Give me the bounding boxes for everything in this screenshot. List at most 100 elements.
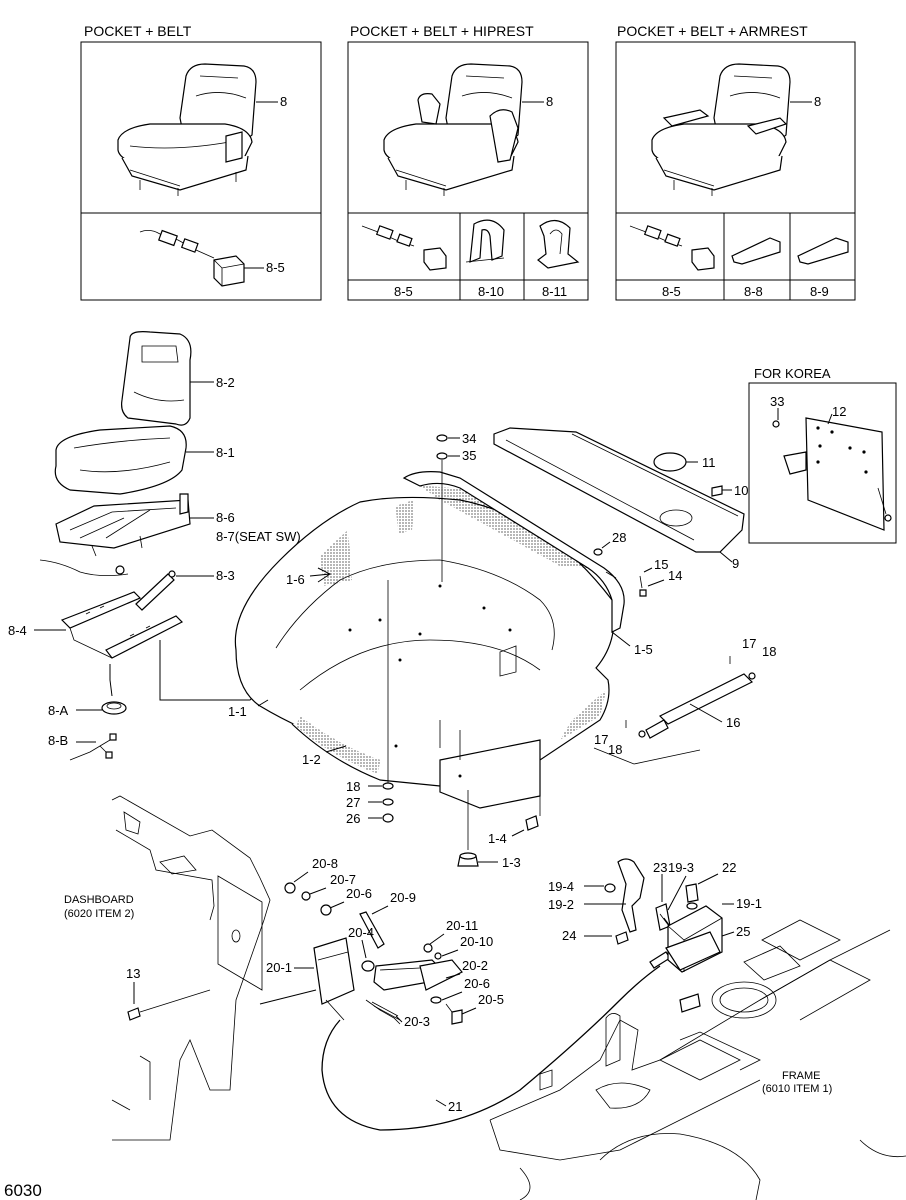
callout-10: 10: [734, 483, 748, 498]
callout-27: 27: [346, 795, 360, 810]
hiprest-right-illustration: [537, 219, 580, 269]
callout-1-6: 1-6: [286, 572, 305, 587]
seat-backrest: [121, 331, 192, 426]
frame-label: FRAME: [782, 1070, 821, 1082]
callout-17-bottom: 17: [594, 732, 608, 747]
callout-9: 9: [732, 556, 739, 571]
seat-belt-illustration: [361, 225, 447, 271]
seat-illustration: [117, 63, 257, 196]
callout-11: 11: [702, 455, 716, 470]
callout-20-10: 20-10: [460, 934, 493, 949]
callout-33: 33: [770, 394, 784, 409]
callout-8-7: 8-7(SEAT SW): [216, 529, 301, 544]
callout-8-B: 8-B: [48, 733, 68, 748]
callout-20-1: 20-1: [266, 960, 292, 975]
callout-19-3: 19-3: [668, 860, 694, 875]
variant-title: POCKET + BELT + HIPREST: [350, 23, 534, 39]
hiprest-left-illustration: [465, 219, 505, 263]
callout-20-9: 20-9: [390, 890, 416, 905]
hood-cover: [234, 496, 615, 809]
variant-box-pocket-belt-armrest: POCKET + BELT + ARMREST 8 8-5: [615, 23, 856, 301]
callout-8-3: 8-3: [216, 568, 235, 583]
cell-8-10: 8-10: [478, 284, 504, 299]
hood-rim: [402, 471, 625, 633]
truck-frame: [489, 919, 906, 1200]
callout-13: 13: [126, 966, 140, 981]
callout-1-2: 1-2: [302, 752, 321, 767]
callout-8: 8: [280, 94, 287, 109]
callout-1-5: 1-5: [634, 642, 653, 657]
callout-34: 34: [462, 431, 476, 446]
variant-title: POCKET + BELT: [84, 23, 192, 39]
dashboard-ref: (6020 ITEM 2): [64, 908, 134, 920]
callout-17-top: 17: [742, 636, 756, 651]
callout-18: 18: [346, 779, 360, 794]
callout-8-5: 8-5: [266, 260, 285, 275]
wire-harness-8B: [69, 733, 117, 761]
cell-8-9: 8-9: [810, 284, 829, 299]
seat-frame-switch: [39, 493, 191, 576]
callout-20-6: 20-6: [346, 886, 372, 901]
small-fasteners-34-35: [436, 434, 448, 582]
washers-18-27-26: [382, 782, 394, 823]
callout-23: 23: [653, 860, 667, 875]
cell-8-11: 8-11: [542, 284, 567, 299]
callout-8-4: 8-4: [8, 623, 27, 638]
seat-illustration: [383, 63, 523, 196]
callout-20-5: 20-5: [478, 992, 504, 1007]
dashboard-frame: [111, 795, 271, 1141]
callout-1-1: 1-1: [228, 704, 247, 719]
callout-20-2: 20-2: [462, 958, 488, 973]
callout-18-top: 18: [762, 644, 776, 659]
callout-20-11: 20-11: [446, 918, 478, 933]
cell-8-5: 8-5: [394, 284, 413, 299]
cover-plate: [493, 427, 745, 553]
callout-8: 8: [814, 94, 821, 109]
callout-22: 22: [722, 860, 736, 875]
seat-belt-illustration: [139, 229, 245, 287]
for-korea-title: FOR KOREA: [754, 366, 831, 381]
seat-belt-illustration: [629, 225, 715, 271]
callout-20-4: 20-4: [348, 925, 374, 940]
callout-26: 26: [346, 811, 360, 826]
gas-strut: [593, 656, 756, 765]
frame-ref: (6010 ITEM 1): [762, 1083, 832, 1095]
variant-box-pocket-belt: POCKET + BELT 8 8-5: [80, 23, 322, 301]
callout-8-1: 8-1: [216, 445, 235, 460]
cable-bracket-assembly: [604, 858, 723, 1013]
cap-8A: [101, 701, 127, 715]
callout-25: 25: [736, 924, 750, 939]
gas-spring: [135, 570, 176, 611]
callout-19-2: 19-2: [548, 897, 574, 912]
callout-20-6b: 20-6: [464, 976, 490, 991]
callout-1-4: 1-4: [488, 831, 507, 846]
callout-8-6: 8-6: [216, 510, 235, 525]
armrest-left-illustration: [731, 237, 781, 265]
bolts-28-14-15: [593, 548, 647, 597]
callout-8: 8: [546, 94, 553, 109]
dashboard-label: DASHBOARD: [64, 894, 134, 906]
seat-rails: [60, 591, 184, 659]
callout-1-3: 1-3: [502, 855, 521, 870]
callout-15: 15: [654, 557, 668, 572]
variant-title: POCKET + BELT + ARMREST: [617, 23, 808, 39]
release-cable: [321, 965, 661, 1131]
callout-20-3: 20-3: [404, 1014, 430, 1029]
page-number: 6030: [4, 1181, 42, 1200]
callout-18-bottom: 18: [608, 742, 622, 757]
release-lever-assembly: [284, 882, 463, 1025]
bumper-1-3: [457, 780, 541, 867]
cell-8-8: 8-8: [744, 284, 763, 299]
callout-20-7: 20-7: [330, 872, 356, 887]
callout-21: 21: [448, 1099, 462, 1114]
callout-19-1: 19-1: [736, 896, 762, 911]
seat-cushion: [54, 425, 187, 495]
callout-16: 16: [726, 715, 740, 730]
callout-24: 24: [562, 928, 576, 943]
callout-28: 28: [612, 530, 626, 545]
callout-8-2: 8-2: [216, 375, 235, 390]
callout-8-A: 8-A: [48, 703, 69, 718]
armrest-right-illustration: [797, 237, 849, 265]
callout-14: 14: [668, 568, 682, 583]
